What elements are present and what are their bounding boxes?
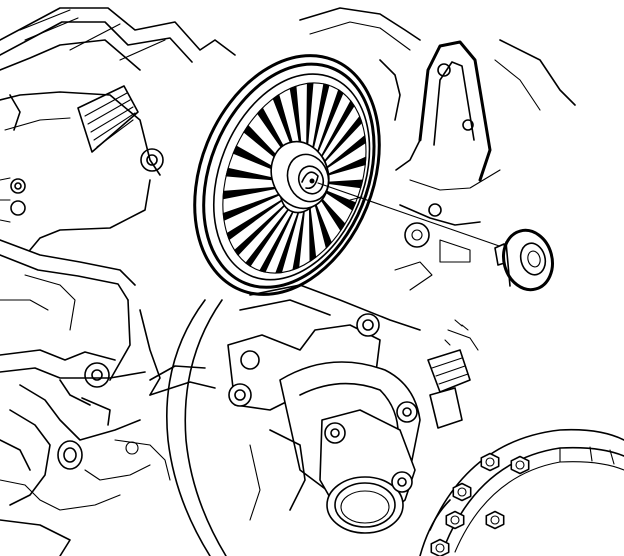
- lower-engine-block: [0, 349, 216, 556]
- pulley-spoke: [245, 202, 294, 267]
- flywheel-bolt: [452, 482, 472, 502]
- flywheel-bolt-center: [485, 457, 495, 467]
- pulley-spoke: [313, 89, 344, 161]
- flywheel-bolt-center: [435, 543, 445, 553]
- pulley-spoke: [316, 192, 346, 232]
- pulley-spoke: [259, 204, 298, 273]
- pulley-spoke: [226, 196, 288, 241]
- block-port: [57, 440, 83, 470]
- pulley-spoke: [222, 191, 287, 222]
- pulley-spoke: [308, 201, 317, 263]
- flywheel-bolt-center: [515, 460, 525, 470]
- pulley-spoke: [318, 187, 357, 211]
- vent-grille: [77, 85, 139, 153]
- outlet-bolt: [391, 471, 413, 493]
- pulley-spoke: [321, 134, 367, 173]
- pulley-spoke: [292, 203, 306, 271]
- flywheel-bolt: [510, 455, 530, 475]
- block-bolt: [84, 362, 110, 388]
- pulley-hub-nut: [270, 140, 330, 210]
- cover-fitting: [140, 148, 164, 172]
- engine-block: [0, 7, 236, 396]
- bracket-bolt: [404, 222, 430, 248]
- pulley-spoke: [306, 82, 314, 159]
- pulley-spoke: [319, 115, 363, 168]
- flywheel-bolt: [480, 452, 500, 472]
- flywheel-with-bolts: [419, 428, 624, 556]
- pulley-spoke: [320, 179, 364, 189]
- pulley-spoke: [310, 83, 330, 160]
- flywheel-bolt-center: [490, 515, 500, 525]
- flywheel-bolts: [430, 452, 530, 556]
- pump-bolt: [356, 313, 380, 337]
- pulley-spoke: [275, 204, 302, 274]
- flywheel-bolt-center: [457, 487, 467, 497]
- accessory-bracket: [299, 7, 576, 291]
- pulley-spoke: [312, 197, 332, 249]
- flywheel-bolt: [430, 538, 450, 556]
- flywheel-bolt-center: [450, 515, 460, 525]
- pulley-cap: [494, 228, 554, 292]
- pulley-spokes: [222, 82, 367, 274]
- coolant-outlet: [249, 409, 416, 534]
- assembly-guide-line: [317, 182, 506, 249]
- pulley-spoke: [222, 186, 286, 200]
- pulley-spoke: [317, 99, 355, 164]
- outlet-bolt: [324, 422, 346, 444]
- pump-bolt: [396, 401, 418, 423]
- pulley-spoke: [321, 156, 367, 178]
- pump-bolt: [228, 383, 252, 407]
- pulley-spoke: [233, 199, 291, 256]
- flywheel-bolt: [445, 510, 465, 530]
- flywheel-bolt: [485, 510, 505, 530]
